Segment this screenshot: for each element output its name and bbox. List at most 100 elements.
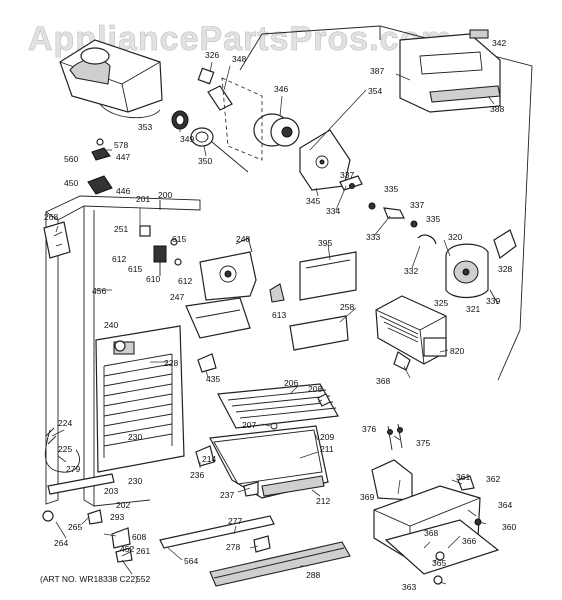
ice-maker-motor bbox=[445, 229, 517, 305]
part-labels: 326 348 346 354 387 388 342 353 349 350 … bbox=[44, 38, 516, 592]
label-366: 366 bbox=[462, 536, 476, 546]
label-353: 353 bbox=[138, 122, 152, 132]
label-615a: 615 bbox=[172, 234, 186, 244]
ice-bucket-assembly bbox=[59, 39, 163, 119]
label-564: 564 bbox=[184, 556, 198, 566]
label-612b: 612 bbox=[178, 276, 192, 286]
label-293: 293 bbox=[110, 512, 124, 522]
label-339: 339 bbox=[486, 296, 500, 306]
label-225: 225 bbox=[58, 444, 72, 454]
label-368b: 368 bbox=[424, 528, 438, 538]
evaporator bbox=[95, 325, 185, 473]
auger-motor bbox=[253, 113, 300, 147]
label-342: 342 bbox=[492, 38, 506, 48]
crisper-pan bbox=[195, 425, 329, 499]
dispenser-housing bbox=[399, 29, 501, 113]
label-268: 268 bbox=[44, 212, 58, 222]
label-337a: 337 bbox=[340, 170, 354, 180]
art-number: (ART NO. WR18338 C22) bbox=[40, 574, 138, 584]
label-613: 613 bbox=[272, 310, 286, 320]
label-201: 201 bbox=[136, 194, 150, 204]
label-376: 376 bbox=[362, 424, 376, 434]
label-228: 228 bbox=[164, 358, 178, 368]
label-369: 369 bbox=[360, 492, 374, 502]
label-247: 247 bbox=[170, 292, 184, 302]
label-211: 211 bbox=[320, 444, 334, 454]
wire-connectors bbox=[387, 423, 403, 451]
label-578: 578 bbox=[114, 140, 128, 150]
label-368a: 368 bbox=[376, 376, 390, 386]
label-334: 334 bbox=[326, 206, 340, 216]
thermostat-parts bbox=[139, 225, 182, 276]
label-350: 350 bbox=[198, 156, 212, 166]
label-288: 288 bbox=[306, 570, 320, 580]
left-bracket bbox=[43, 221, 71, 259]
label-333: 333 bbox=[366, 232, 380, 242]
label-362: 362 bbox=[486, 474, 500, 484]
label-321: 321 bbox=[466, 304, 480, 314]
lower-right-assembly bbox=[371, 459, 500, 585]
bottom-rails bbox=[42, 509, 351, 587]
label-446: 446 bbox=[116, 186, 130, 196]
label-209: 209 bbox=[320, 432, 334, 442]
label-560: 560 bbox=[64, 154, 78, 164]
label-325: 325 bbox=[434, 298, 448, 308]
label-615b: 615 bbox=[128, 264, 142, 274]
label-258: 258 bbox=[340, 302, 354, 312]
label-206: 206 bbox=[284, 378, 298, 388]
label-214: 214 bbox=[202, 454, 216, 464]
label-332: 332 bbox=[404, 266, 418, 276]
label-360: 360 bbox=[502, 522, 516, 532]
label-335a: 335 bbox=[384, 184, 398, 194]
auger-parts bbox=[171, 67, 249, 173]
label-456: 456 bbox=[92, 286, 106, 296]
label-450: 450 bbox=[64, 178, 78, 188]
label-224: 224 bbox=[58, 418, 72, 428]
freezer-door-outline bbox=[239, 25, 533, 381]
label-278: 278 bbox=[226, 542, 240, 552]
label-203: 203 bbox=[104, 486, 118, 496]
ice-maker-cover bbox=[289, 251, 357, 351]
label-387: 387 bbox=[370, 66, 384, 76]
label-261: 261 bbox=[136, 546, 150, 556]
label-349: 349 bbox=[180, 134, 194, 144]
label-240: 240 bbox=[104, 320, 118, 330]
label-230a: 230 bbox=[128, 432, 142, 442]
bracket-assembly bbox=[185, 237, 285, 339]
label-251: 251 bbox=[114, 224, 128, 234]
label-236: 236 bbox=[190, 470, 204, 480]
label-208: 208 bbox=[308, 384, 322, 394]
light-parts bbox=[114, 340, 217, 373]
label-612a: 612 bbox=[112, 254, 126, 264]
label-212: 212 bbox=[316, 496, 330, 506]
label-230b: 230 bbox=[128, 476, 142, 486]
label-452: 452 bbox=[120, 544, 134, 554]
label-237: 237 bbox=[220, 490, 234, 500]
label-345: 345 bbox=[306, 196, 320, 206]
label-361: 361 bbox=[456, 472, 470, 482]
label-365: 365 bbox=[432, 558, 446, 568]
label-363: 363 bbox=[402, 582, 416, 592]
label-610: 610 bbox=[146, 274, 160, 284]
label-388: 388 bbox=[490, 104, 504, 114]
wire-harness bbox=[44, 427, 115, 495]
label-447: 447 bbox=[116, 152, 130, 162]
label-326: 326 bbox=[205, 50, 219, 60]
label-552: 552 bbox=[136, 574, 150, 584]
label-364: 364 bbox=[498, 500, 512, 510]
label-608: 608 bbox=[132, 532, 146, 542]
label-200: 200 bbox=[158, 190, 172, 200]
small-hardware-left bbox=[87, 138, 113, 195]
label-248: 248 bbox=[236, 234, 250, 244]
shelf bbox=[217, 383, 339, 430]
label-395: 395 bbox=[318, 238, 332, 248]
label-375: 375 bbox=[416, 438, 430, 448]
cabinet-frame bbox=[45, 195, 201, 507]
label-202: 202 bbox=[116, 500, 130, 510]
label-279: 279 bbox=[66, 464, 80, 474]
label-207: 207 bbox=[242, 420, 256, 430]
label-354: 354 bbox=[368, 86, 382, 96]
label-820: 820 bbox=[450, 346, 464, 356]
label-320: 320 bbox=[448, 232, 462, 242]
